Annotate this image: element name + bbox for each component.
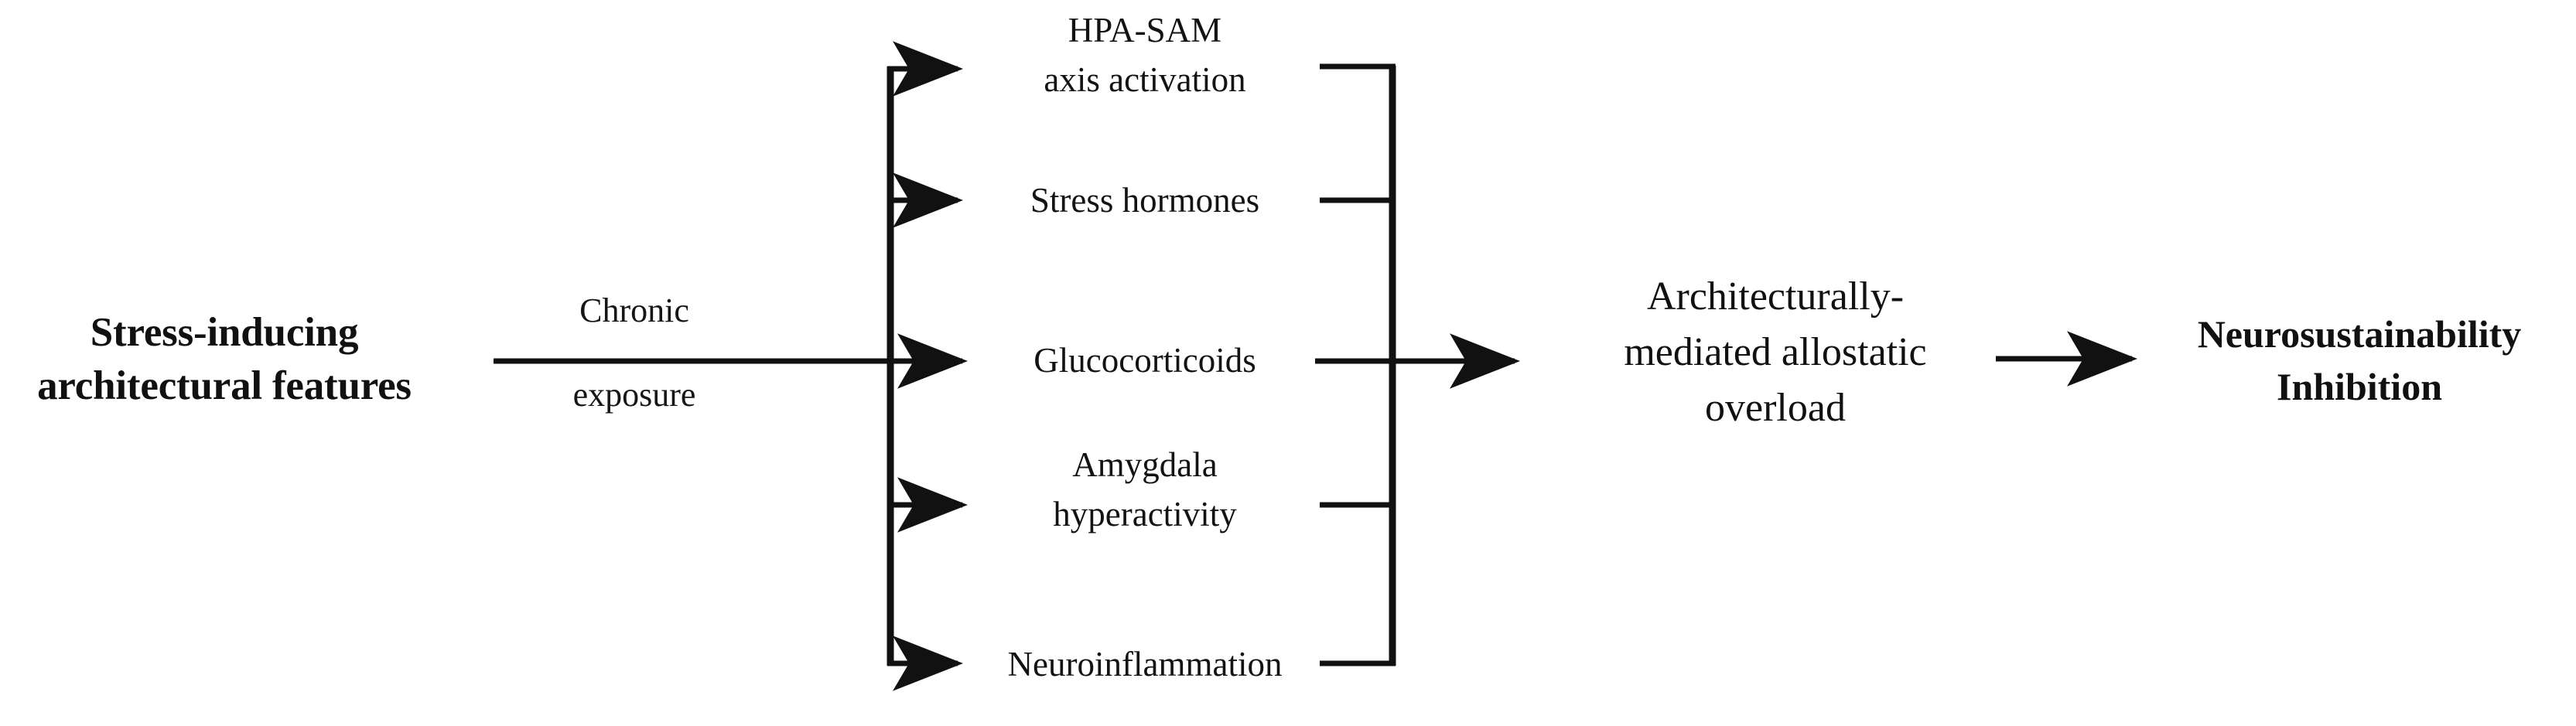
mediator-hpa-sam-axis-activation: HPA-SAM axis activation — [1044, 11, 1246, 99]
node-architecturally-mediated-allostatic-overload: Architecturally- mediated allostatic ove… — [1624, 274, 1927, 430]
mediator-neuroinflammation: Neuroinflammation — [1007, 645, 1283, 683]
mediator-glucocorticoids: Glucocorticoids — [1033, 341, 1256, 380]
node-neurosustainability-inhibition: Neurosustainability Inhibition — [2197, 312, 2522, 408]
edge-label-exposure: exposure — [572, 376, 696, 414]
node-stress-inducing-architectural-features: Stress-inducing architectural features — [37, 310, 412, 408]
mediator-stress-hormones: Stress hormones — [1030, 181, 1260, 220]
mediator-amygdala-hyperactivity: Amygdala hyperactivity — [1053, 445, 1237, 533]
edge-label-chronic: Chronic — [579, 291, 689, 329]
